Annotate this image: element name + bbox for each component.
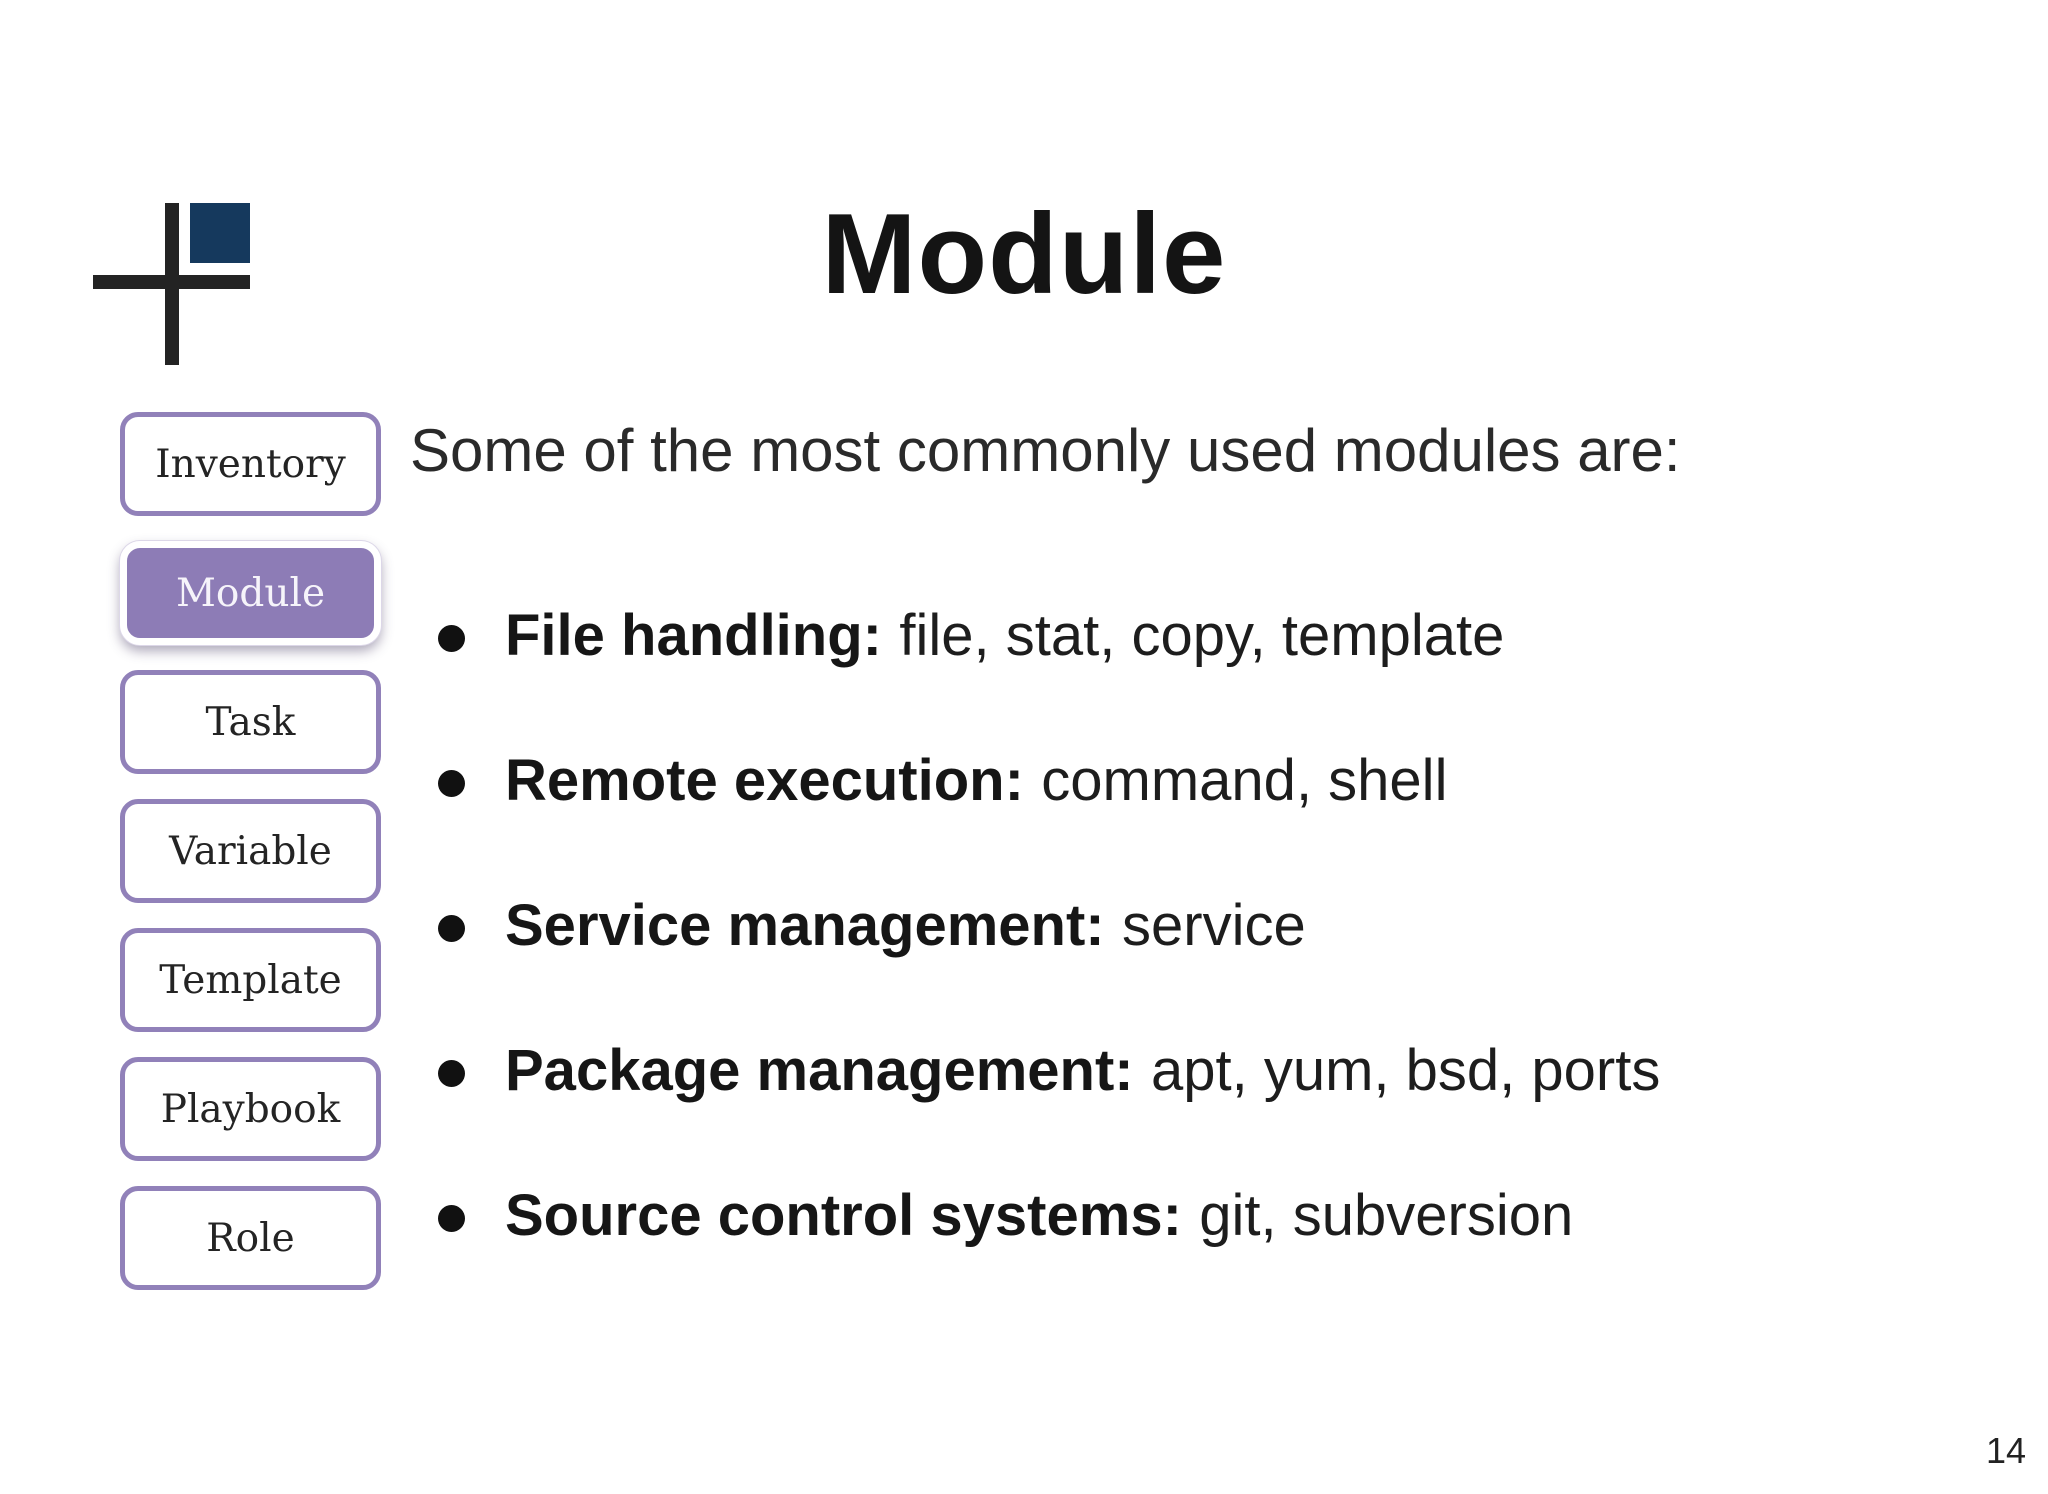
bullet-list: File handling: file, stat, copy, template… [438, 598, 1918, 1323]
bullet-icon [438, 624, 465, 652]
list-item: File handling: file, stat, copy, template [438, 598, 1918, 674]
list-item: Remote execution: command, shell [438, 743, 1918, 819]
logo-cross-icon [93, 275, 250, 289]
list-item: Package management: apt, yum, bsd, ports [438, 1033, 1918, 1109]
bullet-values: git, subversion [1199, 1183, 1574, 1248]
sidebar-item-variable[interactable]: Variable [120, 799, 381, 903]
sidebar-item-inventory[interactable]: Inventory [120, 412, 381, 516]
list-item: Source control systems: git, subversion [438, 1178, 1918, 1254]
sidebar-item-task[interactable]: Task [120, 670, 381, 774]
list-item: Service management: service [438, 888, 1918, 964]
bullet-text: Remote execution: command, shell [505, 743, 1447, 819]
sidebar-nav: Inventory Module Task Variable Template … [120, 412, 381, 1290]
bullet-icon [438, 1204, 465, 1232]
bullet-icon [438, 914, 465, 942]
bullet-text: Source control systems: git, subversion [505, 1178, 1573, 1254]
bullet-icon [438, 1059, 465, 1087]
sidebar-item-template[interactable]: Template [120, 928, 381, 1032]
bullet-label: Package management: [505, 1038, 1134, 1103]
slide-title: Module [821, 191, 1227, 318]
bullet-label: File handling: [505, 603, 882, 668]
bullet-icon [438, 769, 465, 797]
bullet-text: File handling: file, stat, copy, template [505, 598, 1504, 674]
bullet-values: file, stat, copy, template [899, 603, 1505, 668]
bullet-values: apt, yum, bsd, ports [1151, 1038, 1661, 1103]
bullet-text: Package management: apt, yum, bsd, ports [505, 1033, 1660, 1109]
intro-text: Some of the most commonly used modules a… [410, 417, 1681, 484]
bullet-values: service [1122, 893, 1306, 958]
bullet-label: Source control systems: [505, 1183, 1182, 1248]
bullet-text: Service management: service [505, 888, 1306, 964]
sidebar-item-module[interactable]: Module [120, 541, 381, 645]
sidebar-item-role[interactable]: Role [120, 1186, 381, 1290]
sidebar-item-playbook[interactable]: Playbook [120, 1057, 381, 1161]
bullet-label: Service management: [505, 893, 1105, 958]
bullet-values: command, shell [1041, 748, 1448, 813]
logo-square-icon [190, 203, 250, 263]
bullet-label: Remote execution: [505, 748, 1024, 813]
page-number: 14 [1985, 1430, 2026, 1471]
